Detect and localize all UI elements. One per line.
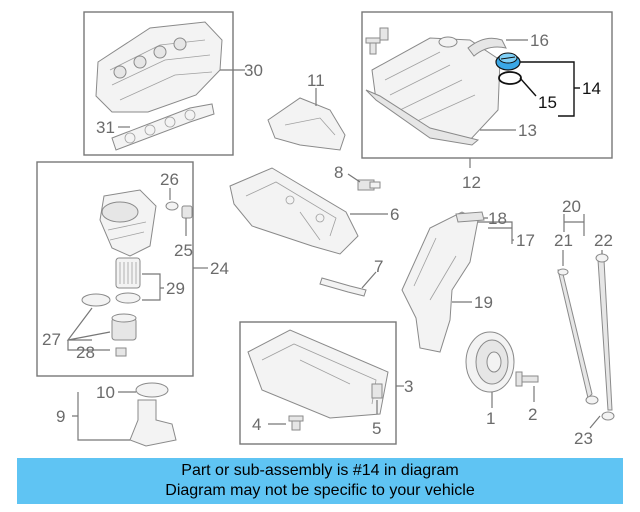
- pcv-hose-part[interactable]: [467, 37, 507, 57]
- lower-oil-pan-part[interactable]: [247, 329, 389, 419]
- callout-3: 3: [404, 377, 413, 396]
- grommet-part[interactable]: [379, 27, 389, 41]
- washer-part[interactable]: [165, 201, 179, 211]
- seal-part[interactable]: [438, 36, 458, 48]
- sealant-tube-part[interactable]: [319, 277, 367, 297]
- callout-11: 11: [307, 71, 325, 90]
- gasket-ring-part[interactable]: [135, 382, 169, 398]
- callout-19: 19: [474, 293, 493, 312]
- callout-1: 1: [486, 409, 495, 428]
- timing-cover-gasket-part[interactable]: [455, 211, 485, 223]
- oil-filter-housing-part[interactable]: [99, 189, 157, 257]
- oil-filter-element-part[interactable]: [115, 257, 141, 289]
- callout-28: 28: [76, 343, 95, 362]
- callout-29: 29: [166, 279, 185, 298]
- dipstick-tube-part[interactable]: [557, 269, 599, 405]
- callout-10: 10: [96, 383, 115, 402]
- parts-diagram: 30 31 11 16 14 15 13 12: [36, 11, 615, 448]
- dipstick-part[interactable]: [595, 253, 613, 411]
- callout-2: 2: [528, 405, 537, 424]
- timing-cover-part[interactable]: [401, 211, 479, 353]
- callout-31: 31: [96, 118, 115, 137]
- banner-line-1: Part or sub-assembly is #14 in diagram: [181, 462, 459, 479]
- callout-27: 27: [42, 330, 61, 349]
- upper-oil-pan-part[interactable]: [229, 167, 359, 255]
- valve-cover-box: [361, 11, 613, 159]
- callout-18: 18: [488, 209, 507, 228]
- callout-6: 6: [390, 205, 399, 224]
- intake-manifold-box: [83, 11, 234, 156]
- pulley-bolt-part[interactable]: [515, 371, 539, 387]
- intake-gasket-part[interactable]: [111, 103, 215, 151]
- dipstick-seal-part[interactable]: [557, 268, 569, 276]
- callout-15: 15: [538, 93, 557, 112]
- oil-filler-cap-part[interactable]: [495, 52, 521, 71]
- bolt-part[interactable]: [365, 37, 381, 55]
- dipstick-o-ring-part[interactable]: [601, 411, 615, 421]
- callout-22: 22: [594, 231, 613, 250]
- drain-plug-part[interactable]: [115, 347, 127, 357]
- info-banner: Part or sub-assembly is #14 in diagram D…: [17, 458, 623, 504]
- callout-4: 4: [252, 415, 261, 434]
- plug-part[interactable]: [181, 205, 193, 219]
- callout-8: 8: [334, 163, 343, 182]
- o-ring-part[interactable]: [81, 292, 141, 307]
- callout-30: 30: [244, 61, 263, 80]
- callout-20: 20: [562, 197, 581, 216]
- crankshaft-pulley-part[interactable]: [465, 331, 515, 393]
- callout-21: 21: [554, 231, 573, 250]
- oil-filter-box: [36, 161, 194, 377]
- lower-oil-pan-box: [239, 321, 397, 445]
- callout-17: 17: [516, 231, 535, 250]
- intake-manifold-part[interactable]: [95, 21, 223, 113]
- filter-cap-part[interactable]: [111, 313, 137, 341]
- callout-25: 25: [174, 241, 193, 260]
- drain-bolt-part[interactable]: [288, 415, 304, 431]
- valve-cover-part[interactable]: [365, 37, 501, 146]
- oil-level-sensor-part[interactable]: [371, 383, 383, 399]
- callout-24: 24: [210, 259, 229, 278]
- callout-13: 13: [518, 121, 537, 140]
- oil-pressure-sensor-part[interactable]: [357, 179, 381, 191]
- callout-9: 9: [56, 407, 65, 426]
- callout-23: 23: [574, 429, 593, 448]
- callout-16: 16: [530, 31, 549, 50]
- banner-line-2: Diagram may not be specific to your vehi…: [165, 482, 475, 499]
- callout-5: 5: [372, 419, 381, 438]
- bracket-part[interactable]: [267, 97, 346, 151]
- oil-pickup-tube-part[interactable]: [129, 399, 177, 447]
- callout-14: 14: [582, 79, 601, 98]
- callout-12: 12: [462, 173, 481, 192]
- cap-seal-part[interactable]: [498, 71, 522, 85]
- callout-7: 7: [374, 257, 383, 276]
- callout-26: 26: [160, 170, 179, 189]
